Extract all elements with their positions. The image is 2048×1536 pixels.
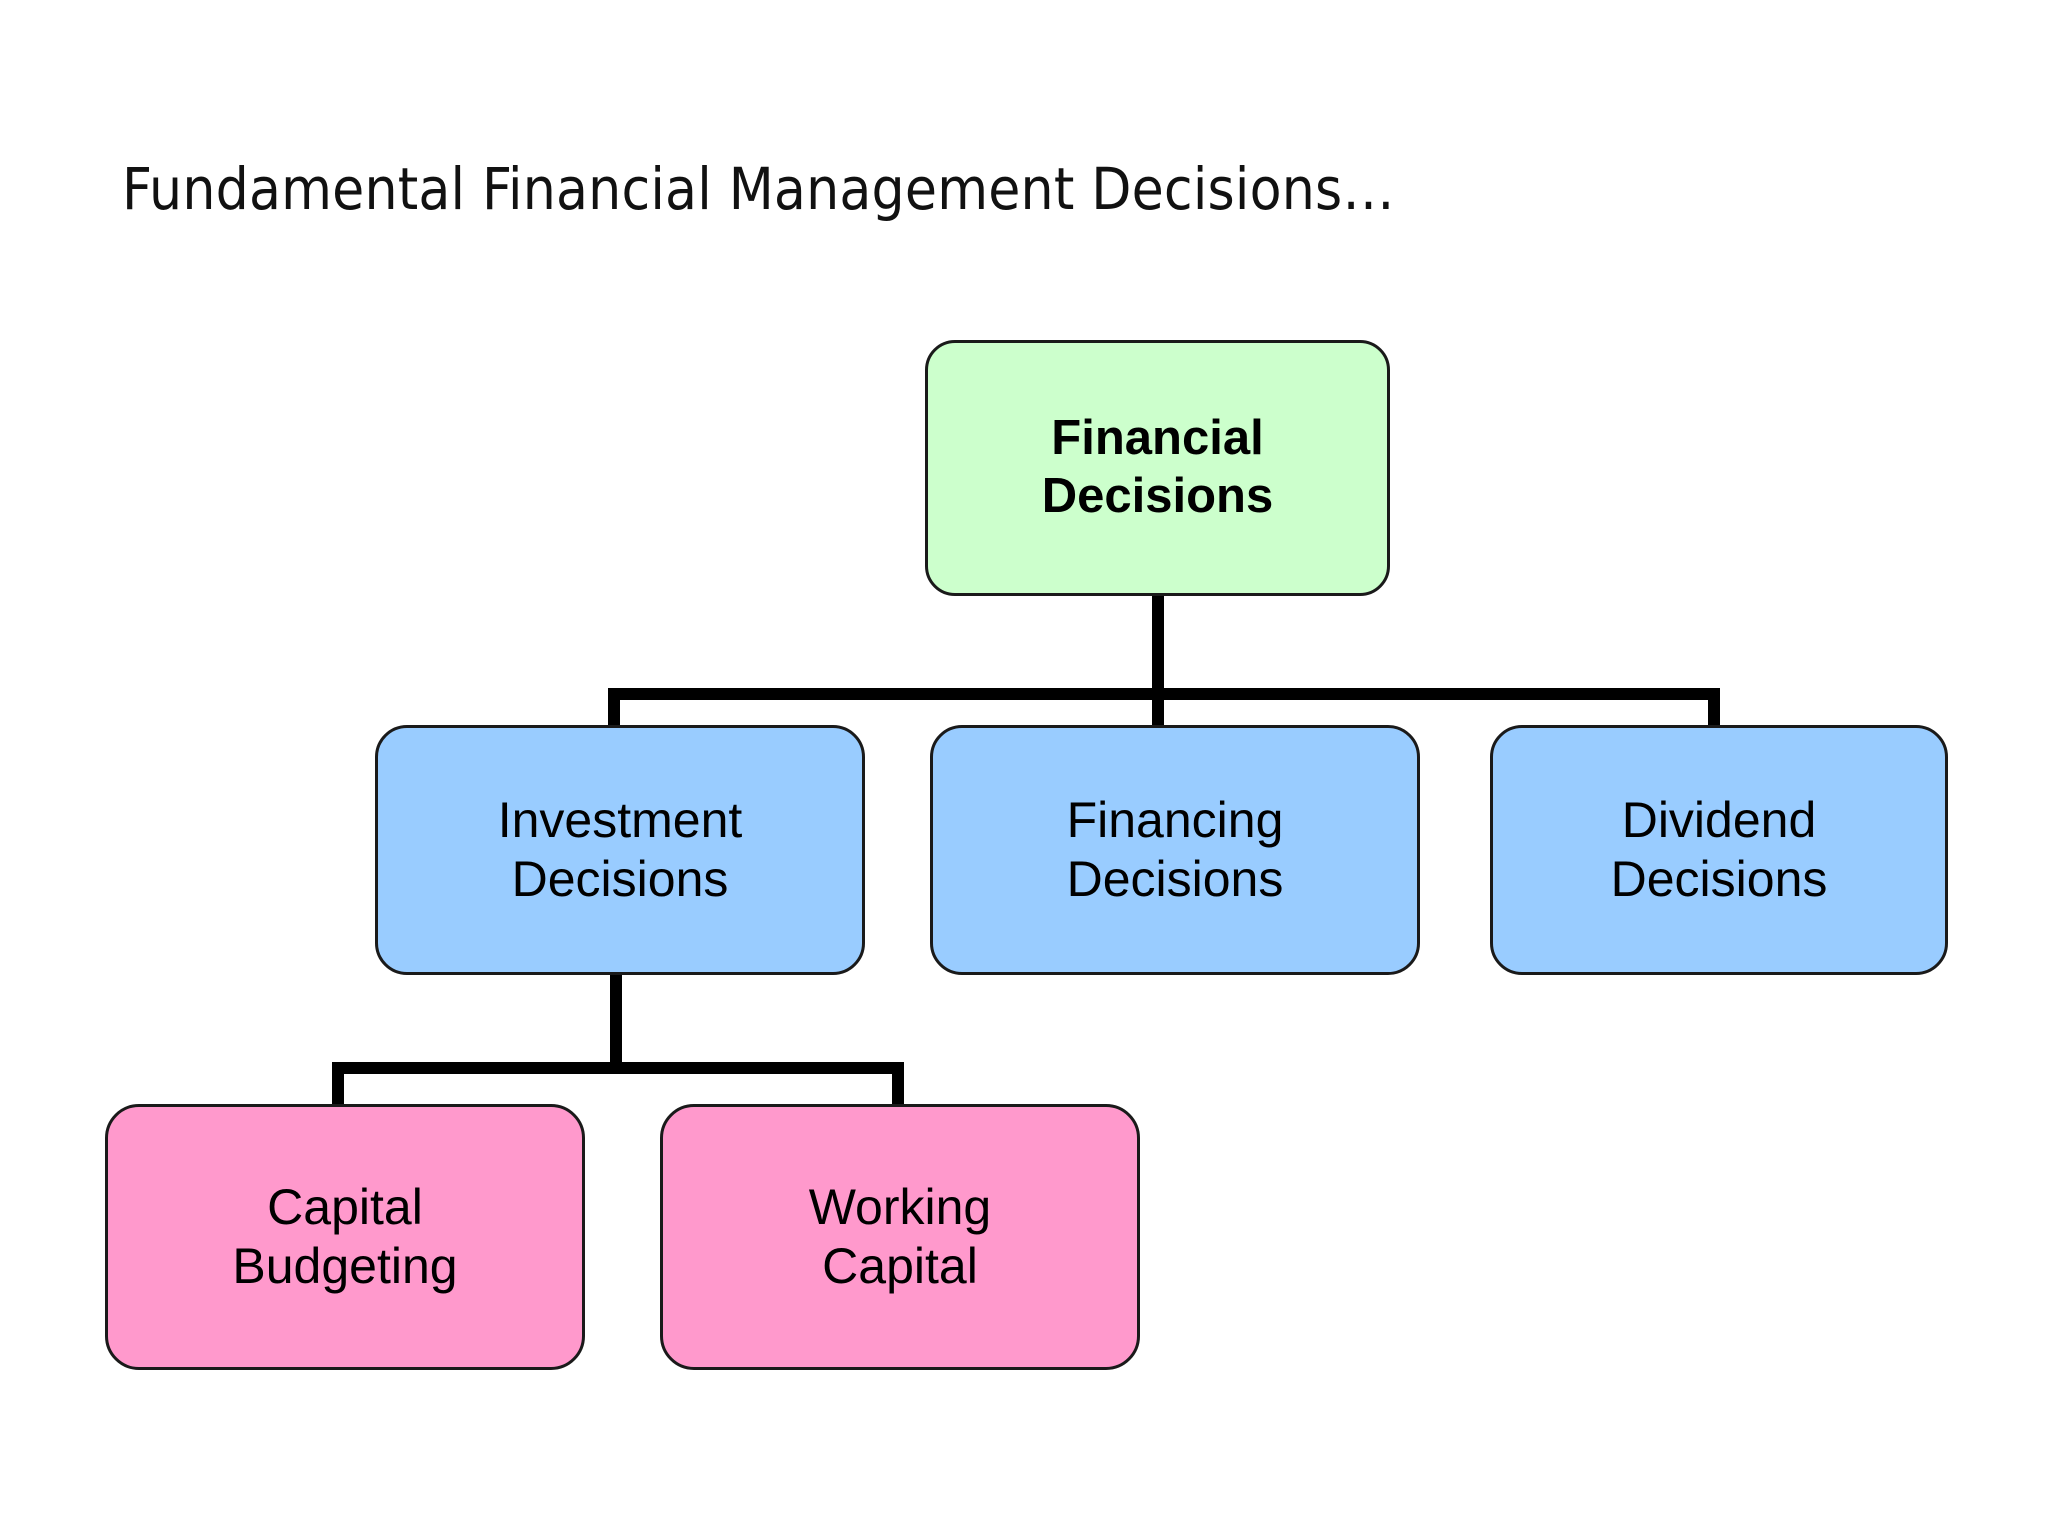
connector-to-capital-budgeting xyxy=(332,1062,344,1110)
node-financing-decisions-label: Financing Decisions xyxy=(1066,792,1284,907)
connector-root-stem xyxy=(1152,592,1164,692)
node-investment-decisions-label: Investment Decisions xyxy=(497,792,743,907)
connector-to-investment xyxy=(608,688,620,730)
node-financial-decisions[interactable]: Financial Decisions xyxy=(925,340,1390,596)
node-dividend-decisions[interactable]: Dividend Decisions xyxy=(1490,725,1948,975)
connector-to-dividend xyxy=(1708,688,1720,730)
connector-investment-stem xyxy=(610,972,622,1068)
page-title: Fundamental Financial Management Decisio… xyxy=(122,155,1395,223)
connector-to-working-capital xyxy=(892,1062,904,1110)
connector-level3-bus xyxy=(332,1062,904,1074)
connector-level2-bus xyxy=(608,688,1720,700)
node-working-capital[interactable]: Working Capital xyxy=(660,1104,1140,1370)
node-working-capital-label: Working Capital xyxy=(808,1179,992,1294)
node-capital-budgeting[interactable]: Capital Budgeting xyxy=(105,1104,585,1370)
node-capital-budgeting-label: Capital Budgeting xyxy=(232,1179,458,1294)
node-financing-decisions[interactable]: Financing Decisions xyxy=(930,725,1420,975)
node-investment-decisions[interactable]: Investment Decisions xyxy=(375,725,865,975)
connector-to-financing xyxy=(1152,688,1164,730)
node-dividend-decisions-label: Dividend Decisions xyxy=(1610,792,1828,907)
node-financial-decisions-label: Financial Decisions xyxy=(1041,411,1274,523)
